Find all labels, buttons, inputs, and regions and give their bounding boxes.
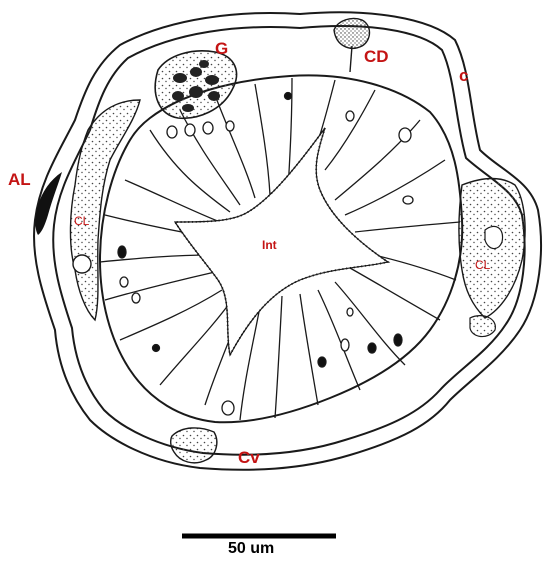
label-cl-right: CL <box>475 258 490 272</box>
cd-structure <box>334 18 370 48</box>
label-c: c <box>459 66 468 86</box>
label-g: G <box>215 39 228 59</box>
label-cd: CD <box>364 47 389 67</box>
intestinal-lumen <box>175 128 388 355</box>
scale-bar-label: 50 um <box>228 540 274 558</box>
label-int: Int <box>262 238 277 252</box>
label-al: AL <box>8 170 31 190</box>
label-cl-left: CL <box>74 214 89 228</box>
ganglion-structure <box>155 51 236 118</box>
label-cv: Cv <box>238 448 260 468</box>
cv-structure <box>171 428 217 463</box>
